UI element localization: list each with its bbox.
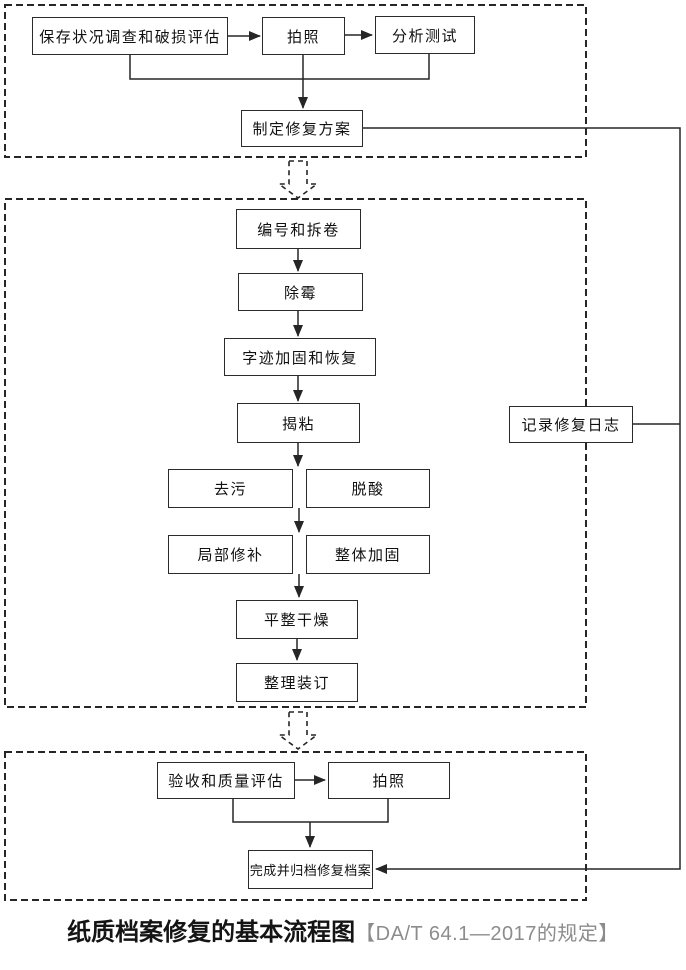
node-deacidification: 脱酸 [306, 469, 430, 508]
node-acceptance: 验收和质量评估 [157, 762, 295, 799]
connector-survey-analysis-merge [129, 53, 430, 80]
node-archive: 完成并归档修复档案 [248, 850, 373, 889]
node-local-patching: 局部修补 [168, 535, 293, 574]
phase3-boundary [4, 751, 587, 901]
node-ink-fixing: 字迹加固和恢复 [224, 338, 376, 376]
connector-plan-to-archive-via-right [363, 127, 681, 874]
caption-title: 纸质档案修复的基本流程图 [67, 919, 356, 946]
node-survey: 保存状况调查和破损评估 [32, 17, 228, 55]
node-photo-2: 拍照 [328, 762, 450, 799]
node-unsticking: 揭粘 [237, 403, 360, 443]
phase2-to-phase3-dashed-arrow [276, 711, 320, 750]
node-numbering: 编号和拆卷 [236, 209, 361, 249]
node-cleaning: 去污 [168, 469, 293, 508]
phase1-to-phase2-dashed-arrow [276, 160, 320, 199]
node-overall-reinforcement: 整体加固 [306, 535, 430, 574]
phase2-boundary [4, 198, 587, 708]
node-mold-removal: 除霉 [238, 273, 363, 311]
phase1-boundary [4, 4, 587, 158]
diagram-caption: 纸质档案修复的基本流程图【DA/T 64.1—2017的规定】 [0, 912, 686, 947]
node-repair-plan: 制定修复方案 [241, 110, 363, 147]
node-photo-1: 拍照 [262, 17, 345, 55]
caption-standard-reference: 【DA/T 64.1—2017的规定】 [355, 923, 619, 945]
node-arrange-binding: 整理装订 [236, 663, 358, 702]
node-repair-log: 记录修复日志 [509, 406, 633, 443]
connector-acceptance-photo2-merge [232, 799, 389, 823]
node-analysis: 分析测试 [375, 16, 475, 54]
node-flatten-dry: 平整干燥 [236, 600, 358, 639]
